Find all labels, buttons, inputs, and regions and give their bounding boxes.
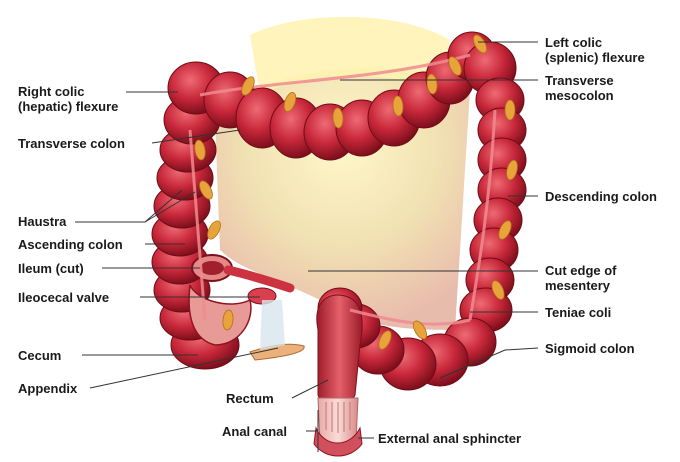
label-right-colic-line2: (hepatic) flexure xyxy=(18,99,119,114)
label-transverse-colon: Transverse colon xyxy=(18,136,125,151)
label-ileocecal-valve: Ileocecal valve xyxy=(18,290,110,305)
label-teniae-coli: Teniae coli xyxy=(545,305,612,320)
fat-appendage xyxy=(222,309,234,331)
fat-appendage xyxy=(207,220,221,240)
fat-appendage xyxy=(199,180,213,200)
fat-appendage xyxy=(412,320,428,340)
fat-appendage xyxy=(194,139,206,161)
teniae-coli-stripes xyxy=(188,53,497,326)
label-external-anal-sphincter: External anal sphincter xyxy=(378,431,522,446)
label-haustra: Haustra xyxy=(18,214,67,229)
anal-columns xyxy=(325,402,351,433)
label-appendix: Appendix xyxy=(18,381,78,396)
label-right-colic-flexure: Right colic (hepatic) flexure xyxy=(18,84,118,114)
mesentery-glow xyxy=(250,16,450,95)
ileum-lumen xyxy=(200,261,224,275)
label-descending-colon: Descending colon xyxy=(545,189,657,204)
external-anal-sphincter-ring xyxy=(313,426,363,457)
fat-appendage xyxy=(283,92,297,112)
label-left-colic-line1: Left colic xyxy=(545,35,603,50)
label-anal-canal: Anal canal xyxy=(222,424,288,439)
ileum-tube xyxy=(223,265,295,293)
label-right-colic-line1: Right colic xyxy=(18,84,85,99)
fat-appendage xyxy=(498,220,512,240)
fat-appendage xyxy=(426,73,438,95)
label-transverse-mesocolon-line2: mesocolon xyxy=(545,88,614,103)
label-sigmoid-colon: Sigmoid colon xyxy=(545,341,635,356)
fat-appendage xyxy=(504,99,516,121)
fat-appendage xyxy=(392,95,404,117)
label-cut-edge-line2: mesentery xyxy=(545,278,611,293)
label-cut-edge-of-mesentery: Cut edge of mesentery xyxy=(545,263,617,293)
label-transverse-mesocolon-line1: Transverse xyxy=(545,73,614,88)
label-cut-edge-line1: Cut edge of xyxy=(545,263,617,278)
fat-appendage xyxy=(448,56,462,76)
leader-lines xyxy=(75,41,539,452)
fat-appendage xyxy=(491,280,505,300)
fat-appendage xyxy=(506,159,518,181)
label-transverse-mesocolon: Transverse mesocolon xyxy=(545,73,614,103)
fat-appendage xyxy=(378,330,392,350)
fat-appendage xyxy=(241,76,255,96)
appendix-mesentery xyxy=(260,300,285,350)
label-left-colic-flexure: Left colic (splenic) flexure xyxy=(545,35,645,65)
label-cecum: Cecum xyxy=(18,348,62,363)
label-left-colic-line2: (splenic) flexure xyxy=(545,50,645,65)
label-rectum: Rectum xyxy=(226,391,274,406)
fat-appendage xyxy=(332,107,344,129)
fat-appendages xyxy=(194,34,518,350)
label-ascending-colon: Ascending colon xyxy=(18,237,123,252)
label-ileum-cut: Ileum (cut) xyxy=(18,261,84,276)
